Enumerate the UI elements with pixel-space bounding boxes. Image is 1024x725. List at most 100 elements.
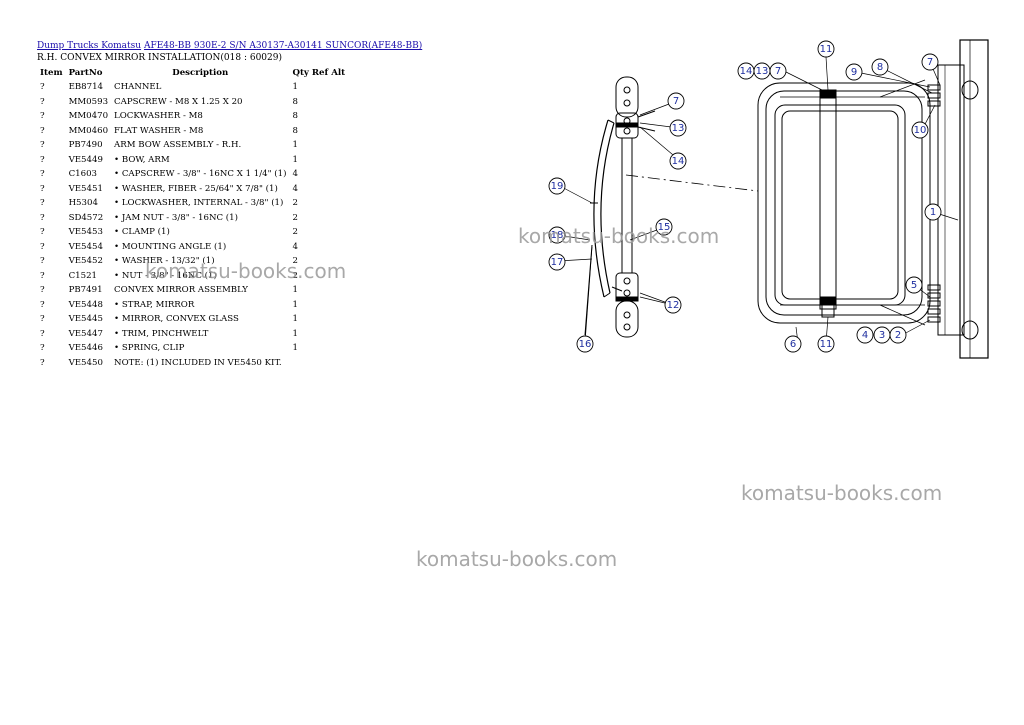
callout-8: 8 <box>871 58 889 76</box>
table-row: ? MM0460 FLAT WASHER - M8 8 <box>37 124 348 139</box>
cell-partno: SD4572 <box>68 212 104 223</box>
svg-text:3: 3 <box>879 330 885 341</box>
watermark: komatsu-books.com <box>741 481 943 505</box>
callout-15: 15 <box>655 218 673 236</box>
callout-13: 13 <box>753 62 771 80</box>
callout-3: 3 <box>873 326 891 344</box>
cell-qty: 8 <box>292 125 298 136</box>
cell-partno: C1521 <box>68 270 98 281</box>
callout-7: 7 <box>667 92 685 110</box>
svg-text:11: 11 <box>820 44 833 55</box>
cell-item: ? <box>40 270 45 281</box>
cell-item: ? <box>40 328 45 339</box>
cell-description: LOCKWASHER - M8 <box>114 111 203 122</box>
callout-4: 4 <box>856 326 874 344</box>
svg-text:14: 14 <box>672 156 685 167</box>
cell-item: ? <box>40 183 45 194</box>
cell-qty: 8 <box>292 111 298 122</box>
callout-1: 1 <box>924 203 942 221</box>
svg-text:12: 12 <box>667 300 680 311</box>
cell-qty: 4 <box>292 169 298 180</box>
breadcrumb: Dump Trucks Komatsu AFE48-BB 930E-2 S/N … <box>37 40 422 52</box>
svg-text:16: 16 <box>579 339 592 350</box>
arm-bow-side <box>584 76 759 338</box>
table-row: ?C1603• CAPSCREW - 3/8" - 16NC X 1 1/4" … <box>37 167 348 182</box>
svg-text:13: 13 <box>756 66 769 77</box>
breadcrumb-link-model[interactable]: AFE48-BB 930E-2 S/N A30137-A30141 SUNCOR… <box>143 41 423 51</box>
cell-description: FLAT WASHER - M8 <box>114 125 204 136</box>
svg-text:13: 13 <box>672 123 685 134</box>
callout-14: 14 <box>669 152 687 170</box>
cell-description: • SPRING, CLIP <box>114 343 185 354</box>
cell-partno: VE5451 <box>68 183 103 194</box>
cell-partno: H5304 <box>68 198 98 209</box>
cell-item: ? <box>40 285 45 296</box>
callout-10: 10 <box>911 121 929 139</box>
cell-partno: VE5452 <box>68 256 103 267</box>
cell-partno: PB7490 <box>68 140 103 151</box>
svg-text:17: 17 <box>551 257 564 268</box>
cell-item: ? <box>40 169 45 180</box>
callout-12: 12 <box>664 296 682 314</box>
cell-partno: VE5450 <box>68 357 103 368</box>
cell-partno: VE5445 <box>68 314 103 325</box>
cell-description: CAPSCREW - M8 X 1.25 X 20 <box>114 96 243 107</box>
column-header-item: Item <box>40 68 63 78</box>
table-row: ?SD4572• JAM NUT - 3/8" - 16NC (1)2 <box>37 211 348 226</box>
table-row: ?VE5452• WASHER - 13/32" (1)2 <box>37 254 348 269</box>
table-header-row: Item PartNo Description Qty Ref Alt <box>37 66 348 80</box>
callout-14: 14 <box>737 62 755 80</box>
cell-description: • CLAMP (1) <box>114 227 170 238</box>
cell-qty: 2 <box>292 256 298 267</box>
cell-partno: PB7491 <box>68 285 103 296</box>
cell-qty: 1 <box>292 82 298 93</box>
cell-partno: VE5454 <box>68 241 103 252</box>
cell-partno: VE5448 <box>68 299 103 310</box>
callout-7: 7 <box>769 62 787 80</box>
cell-qty: 4 <box>292 241 298 252</box>
cell-item: ? <box>40 125 45 136</box>
callout-2: 2 <box>889 326 907 344</box>
cell-qty: 1 <box>292 328 298 339</box>
cell-qty: 8 <box>292 96 298 107</box>
cell-partno: MM0470 <box>68 111 109 122</box>
callout-11: 11 <box>817 335 835 353</box>
svg-text:15: 15 <box>658 222 671 233</box>
cell-qty: 4 <box>292 183 298 194</box>
cell-item: ? <box>40 314 45 325</box>
svg-text:9: 9 <box>851 67 857 78</box>
table-row: ? VE5448 • STRAP, MIRROR 1 <box>37 298 348 313</box>
cell-qty: 1 <box>292 343 298 354</box>
cell-description: • MOUNTING ANGLE (1) <box>114 241 227 252</box>
cell-qty: 2 <box>292 227 298 238</box>
cell-item: ? <box>40 299 45 310</box>
cell-qty: 1 <box>292 154 298 165</box>
cell-partno: MM0460 <box>68 125 109 136</box>
cab-pillar <box>927 39 989 359</box>
cell-description: • WASHER, FIBER - 25/64" X 7/8" (1) <box>114 183 278 194</box>
cell-description: ARM BOW ASSEMBLY - R.H. <box>114 140 242 151</box>
cell-description: • MIRROR, CONVEX GLASS <box>114 314 239 325</box>
callout-17: 17 <box>548 253 566 271</box>
cell-description: CHANNEL <box>114 82 162 93</box>
cell-description: • CAPSCREW - 3/8" - 16NC X 1 1/4" (1) <box>114 169 287 180</box>
cell-item: ? <box>40 357 45 368</box>
cell-description: CONVEX MIRROR ASSEMBLY <box>114 285 248 296</box>
svg-text:2: 2 <box>895 330 901 341</box>
cell-description: • STRAP, MIRROR <box>114 299 195 310</box>
cell-partno: VE5447 <box>68 328 103 339</box>
svg-text:4: 4 <box>862 330 868 341</box>
cell-description: • LOCKWASHER, INTERNAL - 3/8" (1) <box>114 198 284 209</box>
column-header-qty: Qty Ref Alt <box>292 68 346 78</box>
table-row: ? VE5451 • WASHER, FIBER - 25/64" X 7/8" (… <box>37 182 348 197</box>
breadcrumb-link-dump-trucks[interactable]: Dump Trucks Komatsu <box>37 41 142 51</box>
cell-qty: 1 <box>292 299 298 310</box>
svg-text:5: 5 <box>911 280 917 291</box>
svg-text:7: 7 <box>673 96 679 107</box>
